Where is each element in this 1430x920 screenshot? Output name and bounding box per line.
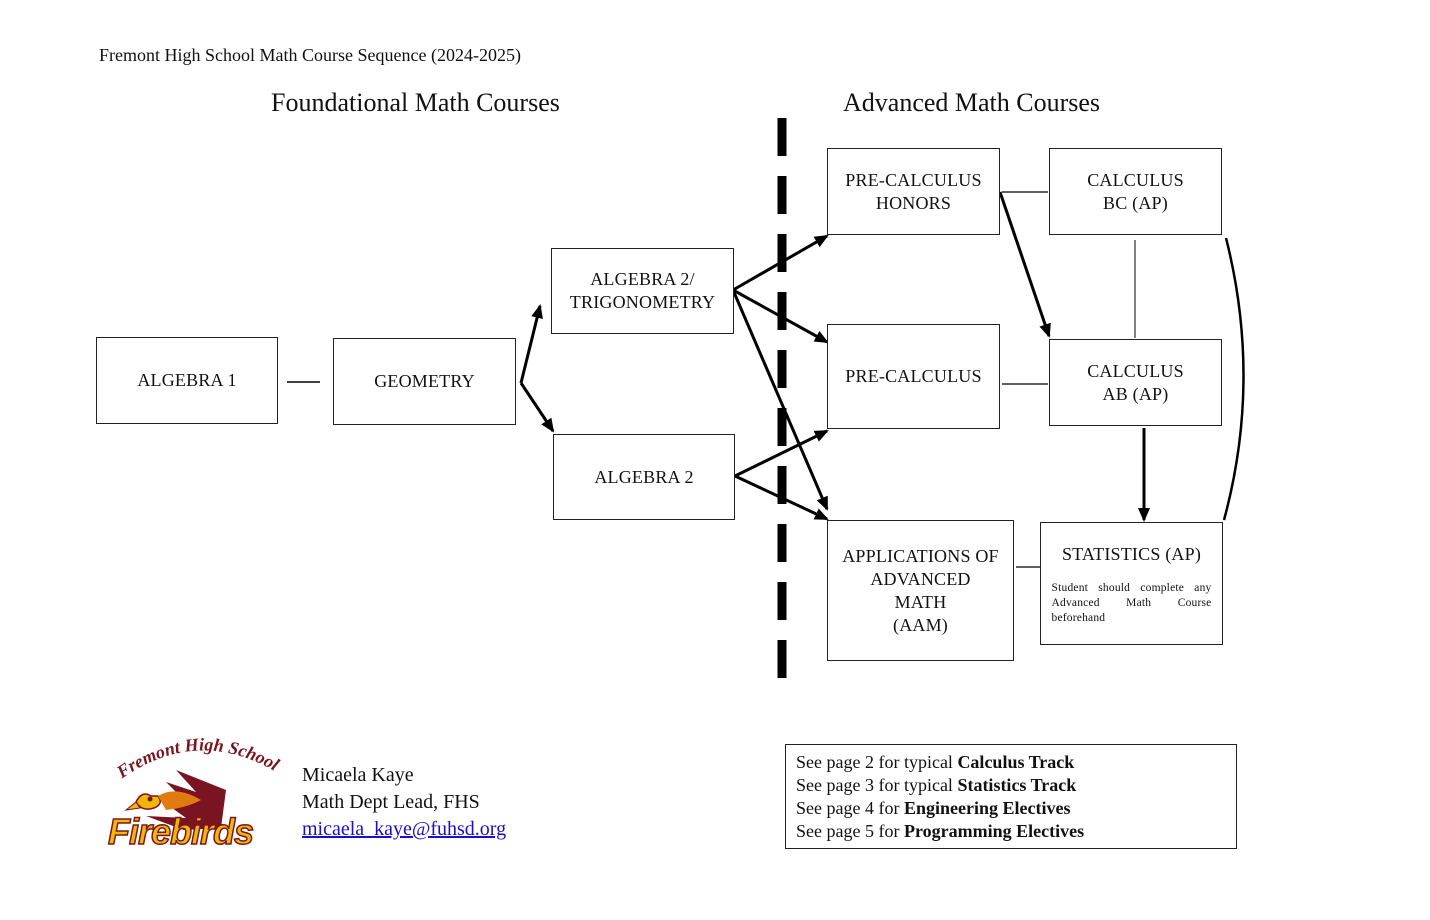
course-label: TRIGONOMETRY: [569, 292, 716, 312]
course-algebra-2-trig: ALGEBRA 2/ TRIGONOMETRY: [551, 248, 734, 334]
course-geometry: GEOMETRY: [333, 338, 516, 425]
course-label: CALCULUS: [1087, 360, 1184, 381]
arrow-geometry-alg2: [519, 382, 555, 433]
arrow-alg2-pc: [734, 429, 829, 478]
logo-wordmark: Firebirds: [108, 811, 253, 852]
contact-role: Math Dept Lead, FHS: [302, 791, 480, 813]
advanced-section-title: Advanced Math Courses: [843, 88, 1101, 117]
arrow-alg2-aam: [734, 474, 829, 521]
course-label: (AAM): [893, 614, 948, 635]
arrow-alg2trig-aam: [731, 289, 829, 511]
contact-email-link[interactable]: micaela_kaye@fuhsd.org: [302, 818, 507, 840]
course-label: APPLICATIONS OF: [842, 545, 999, 566]
contact-name: Micaela Kaye: [302, 764, 414, 786]
course-label: GEOMETRY: [374, 371, 475, 391]
firebirds-logo: Fremont High School Firebirds: [107, 734, 282, 852]
statistics-prerequisite-note: Student should complete any Advanced Mat…: [1051, 582, 1212, 624]
course-calculus-ab: CALCULUS AB (AP): [1049, 339, 1222, 426]
course-algebra-2: ALGEBRA 2: [553, 434, 735, 520]
course-label: ALGEBRA 2: [594, 466, 694, 487]
page-references-box: See page 2 for typical Calculus Track Se…: [785, 744, 1237, 849]
course-label: AB (AP): [1102, 383, 1169, 404]
curve-calcbc-stats: [1222, 237, 1245, 521]
reference-line: See page 4 for Engineering Electives: [796, 798, 1071, 818]
arrow-alg2trig-pch: [732, 234, 829, 292]
course-label: ALGEBRA 1: [137, 370, 237, 390]
logo-arc-text: Fremont High School: [112, 734, 282, 782]
reference-line: See page 3 for typical Statistics Track: [796, 775, 1077, 795]
course-label: ALGEBRA 2/: [590, 269, 695, 289]
reference-line: See page 5 for Programming Electives: [796, 821, 1085, 841]
course-aam: APPLICATIONS OF ADVANCED MATH (AAM): [827, 520, 1014, 661]
course-label: STATISTICS (AP): [1061, 544, 1202, 564]
course-label: CALCULUS: [1087, 169, 1184, 190]
course-label: ADVANCED: [870, 568, 971, 589]
course-label: PRE-CALCULUS: [845, 366, 982, 386]
course-label: BC (AP): [1103, 192, 1168, 213]
course-label: MATH: [894, 591, 947, 612]
course-statistics: STATISTICS (AP) Student should complete …: [1040, 522, 1223, 645]
arrow-alg2trig-pc: [732, 288, 829, 344]
reference-line: See page 2 for typical Calculus Track: [796, 752, 1075, 772]
arrow-geometry-alg2trig: [519, 304, 543, 384]
course-calculus-bc: CALCULUS BC (AP): [1049, 148, 1222, 235]
course-precalculus: PRE-CALCULUS: [827, 324, 1000, 429]
svg-text:Fremont High School: Fremont High School: [112, 734, 282, 782]
course-algebra-1: ALGEBRA 1: [96, 337, 278, 424]
course-label: PRE-CALCULUS: [845, 169, 982, 190]
document-title: Fremont High School Math Course Sequence…: [99, 45, 521, 65]
arrow-pch-calcab: [998, 191, 1051, 338]
contact-block: Micaela Kaye Math Dept Lead, FHS micaela…: [302, 762, 506, 843]
course-precalculus-honors: PRE-CALCULUS HONORS: [827, 148, 1000, 235]
course-label: HONORS: [875, 192, 952, 213]
foundational-section-title: Foundational Math Courses: [271, 88, 560, 117]
